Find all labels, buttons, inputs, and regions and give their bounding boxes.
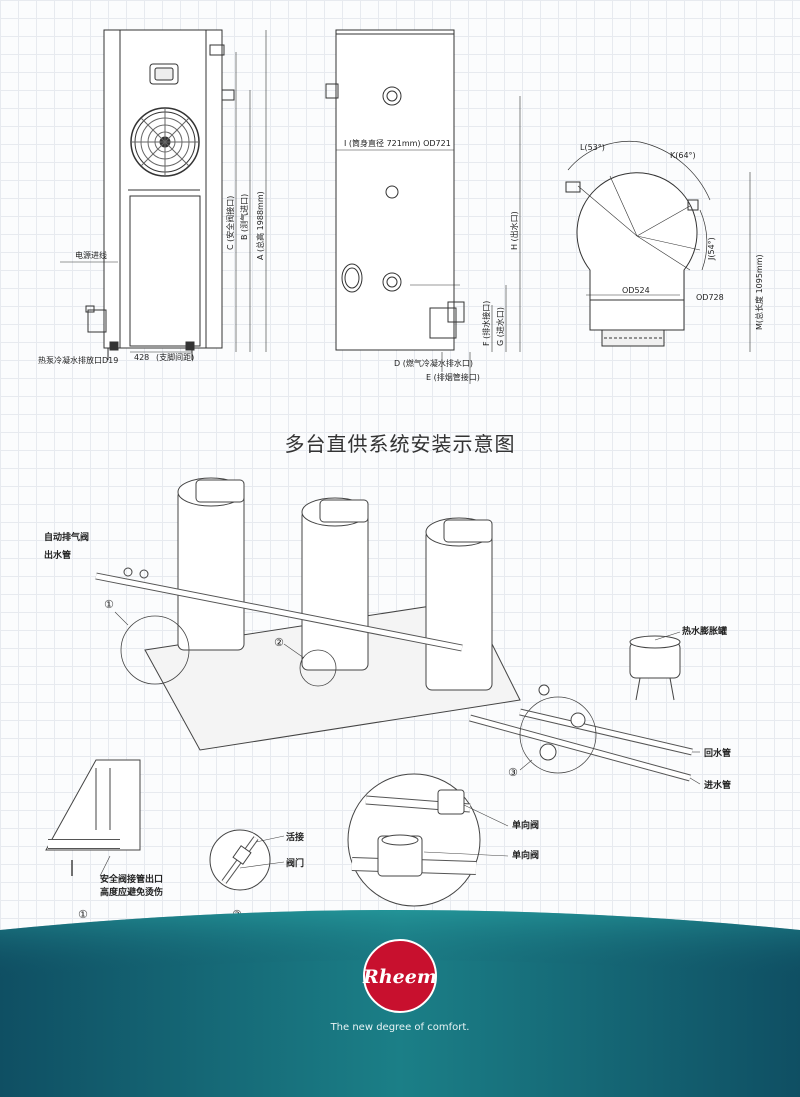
shell-diameter-label: I (筒身直径 721mm) OD721	[344, 138, 451, 148]
auto-vent-label: 自动排气阀	[44, 531, 89, 543]
dim-f-label: F (排水接口)	[481, 301, 491, 346]
expansion-tank-label: 热水膨胀罐	[682, 625, 727, 637]
detail-2-drawing	[209, 829, 285, 891]
water-heater-3	[425, 517, 493, 691]
water-heater-1	[177, 477, 245, 651]
install-diagram	[95, 477, 701, 785]
angle-l-label: L(53°)	[580, 143, 605, 152]
water-heater-2	[301, 497, 369, 671]
dim-d-label: D (燃气冷凝水排水口)	[394, 358, 473, 368]
detail-1-number: ①	[78, 908, 88, 921]
section-title: 多台直供系统安装示意图	[284, 432, 516, 456]
dim-e-label: E (排烟管接口)	[426, 372, 480, 382]
total-length-label: M(总长度 1095mm)	[754, 254, 764, 330]
detail-1-line1: 安全阀接管出口	[100, 873, 163, 885]
inlet-pipe-label: 进水管	[704, 779, 731, 791]
side-view-drawing	[325, 29, 521, 384]
top-view-drawing	[565, 141, 751, 352]
outlet-pipe-label: 出水管	[44, 549, 71, 561]
power-line-label: 电源进线	[75, 250, 107, 260]
detail-1-drawing	[45, 759, 141, 877]
dim-a-label: A (总高 1988mm)	[255, 191, 265, 260]
od-inner-label: OD524	[622, 286, 650, 295]
detail-3-drawing	[347, 773, 509, 907]
check-valve-a-label: 单向阀	[512, 819, 539, 831]
rheem-logo: Rheem	[362, 939, 437, 1013]
footer-banner: Rheem	[0, 910, 800, 1097]
base-width-value: 428	[134, 353, 149, 362]
expansion-tank-shape	[629, 635, 681, 701]
union-label: 活接	[286, 831, 304, 843]
front-view-drawing	[60, 29, 267, 360]
marker-3: ③	[508, 766, 518, 779]
check-valve-b-label: 单向阀	[512, 849, 539, 861]
dim-c-label: C (安全阀接口)	[225, 196, 235, 250]
brand-slogan: The new degree of comfort.	[330, 1022, 470, 1033]
dim-g-label: G (进水口)	[495, 307, 505, 346]
base-width-label: (支脚间距)	[156, 352, 194, 362]
angle-j-label: J(54°)	[707, 237, 716, 261]
dim-h-label: H (出水口)	[509, 211, 519, 250]
detail-1-line2: 高度应避免烫伤	[100, 886, 163, 898]
angle-k-label: K(64°)	[670, 151, 696, 160]
rheem-logo-text: Rheem	[362, 966, 437, 988]
marker-1: ①	[104, 598, 114, 611]
od-outer-label: OD728	[696, 293, 724, 302]
dim-b-label: B (测气进口)	[239, 194, 249, 240]
condensate-outlet-label: 热泵冷凝水排放口D19	[38, 355, 118, 365]
marker-2: ②	[274, 636, 284, 649]
return-pipe-label: 回水管	[704, 747, 731, 759]
valve-label: 阀门	[286, 857, 304, 869]
